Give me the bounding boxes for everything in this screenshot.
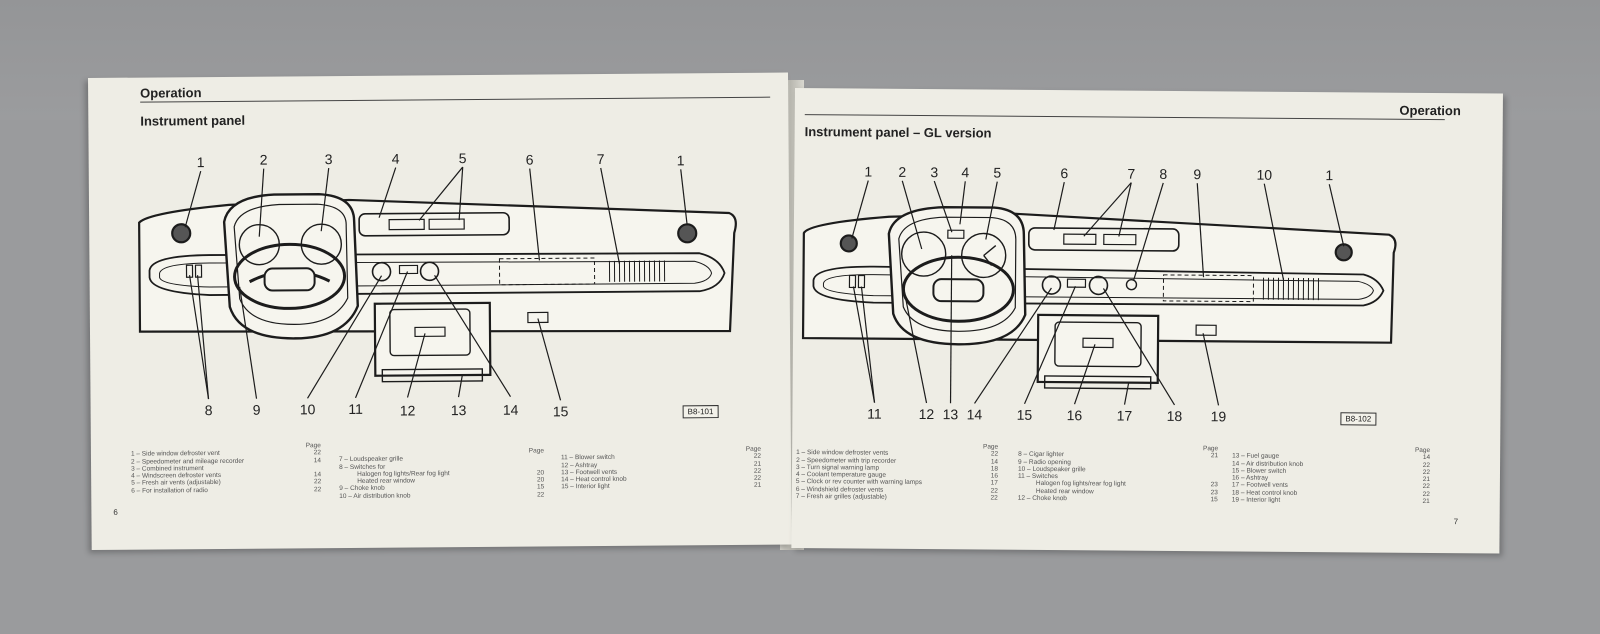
instrument-panel-gl-drawing: [801, 180, 1397, 406]
figure-code: B8-101: [682, 405, 719, 419]
left-page: Operation Instrument panel 1 2 3 4 5 6 7…: [88, 72, 792, 550]
right-page: Operation Instrument panel – GL version …: [791, 88, 1503, 554]
legend-col-2: Page 7 – Loudspeaker grille 8 – Switches…: [339, 447, 544, 500]
instrument-panel-drawing: [138, 166, 737, 401]
figure-code: B8-102: [1340, 412, 1377, 426]
page-number: 7: [1453, 517, 1459, 527]
page-number: 6: [113, 507, 118, 517]
legend-row: 7 – Fresh air grilles (adjustable)22: [795, 493, 998, 502]
